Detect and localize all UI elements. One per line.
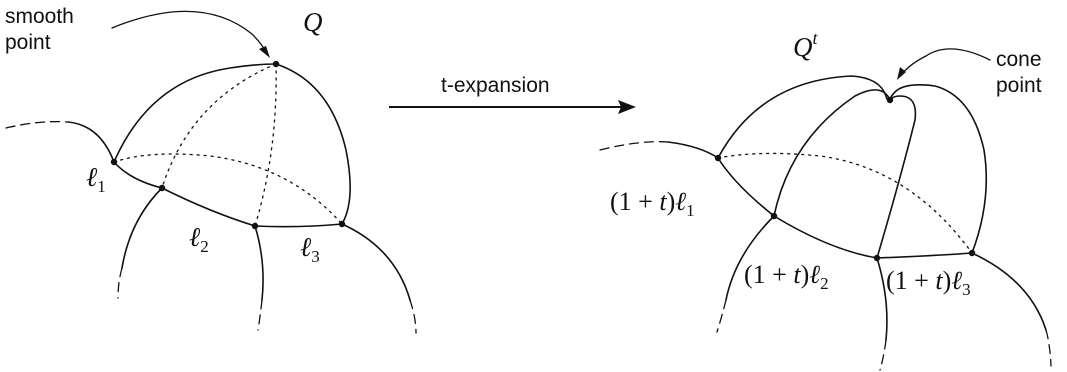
left-hanging-curve-2-dashed bbox=[257, 299, 263, 331]
right-panel: cone point Qt (1 + t)ℓ1 (1 + t)ℓ2 (1 + t… bbox=[599, 28, 1052, 371]
arrow-label: t-expansion bbox=[441, 74, 550, 97]
left-meridian-2 bbox=[254, 63, 277, 227]
left-edge-label-3: ℓ3 bbox=[300, 232, 320, 266]
right-hanging-curve-2-dashed bbox=[879, 339, 887, 371]
right-right-falling-curve bbox=[971, 252, 1047, 331]
left-vertex-2 bbox=[158, 184, 166, 192]
right-dome-right-arc bbox=[889, 84, 988, 254]
left-vertex-4 bbox=[338, 220, 346, 228]
t-expansion-arrow: t-expansion bbox=[389, 74, 636, 114]
cone-point-pointer bbox=[901, 48, 991, 75]
right-vertex-4 bbox=[968, 249, 976, 257]
left-outer-curve-dashed bbox=[5, 120, 69, 129]
left-meridian-1 bbox=[161, 63, 277, 189]
right-meridian-2 bbox=[876, 95, 917, 259]
left-hanging-curve-1-dashed bbox=[117, 267, 123, 299]
right-hanging-curve-1-dashed bbox=[716, 299, 727, 333]
left-vertices bbox=[110, 60, 346, 230]
right-vertex-2 bbox=[770, 212, 778, 220]
right-edge-label-1: (1 + t)ℓ1 bbox=[610, 187, 695, 220]
right-vertex-3 bbox=[873, 254, 881, 262]
right-hanging-curve-2 bbox=[876, 257, 888, 341]
right-cone-point bbox=[886, 96, 894, 104]
smooth-label-line1: smooth bbox=[5, 5, 74, 28]
right-dome-back-dotted bbox=[717, 152, 973, 254]
left-vertex-1 bbox=[110, 158, 118, 166]
right-edge-label-2: (1 + t)ℓ2 bbox=[744, 260, 829, 293]
left-dome-back-dotted bbox=[113, 153, 343, 225]
left-vertex-3 bbox=[251, 222, 259, 230]
right-vertex-1 bbox=[714, 154, 722, 162]
right-bottom-boundary bbox=[667, 141, 973, 259]
right-boundary-curves bbox=[599, 141, 1052, 371]
arrow-head-icon bbox=[618, 100, 636, 114]
cone-point-annotation: cone point bbox=[897, 48, 1042, 97]
left-bottom-boundary bbox=[67, 121, 343, 228]
left-hanging-curve-2 bbox=[254, 225, 264, 301]
left-edge-label-2: ℓ2 bbox=[189, 222, 209, 256]
left-panel: smooth point Q ℓ1 ℓ2 ℓ3 bbox=[5, 5, 417, 334]
right-meridian-1 bbox=[773, 89, 891, 217]
left-dome bbox=[113, 63, 351, 227]
left-smooth-point bbox=[272, 60, 280, 68]
left-dome-right-arc bbox=[275, 63, 351, 225]
right-vertices bbox=[714, 96, 976, 262]
left-hanging-curve-1 bbox=[121, 187, 163, 269]
left-title: Q bbox=[303, 7, 323, 37]
right-title: Qt bbox=[793, 28, 819, 62]
smooth-point-pointer bbox=[111, 10, 267, 53]
right-outer-curve-dashed bbox=[599, 141, 669, 151]
left-right-falling-curve bbox=[341, 223, 411, 301]
right-right-falling-dashed bbox=[1045, 329, 1052, 367]
smooth-point-arrowhead-icon bbox=[259, 46, 270, 58]
smooth-point-annotation: smooth point bbox=[5, 5, 270, 58]
cone-label-line1: cone bbox=[996, 48, 1042, 71]
cone-point-arrowhead-icon bbox=[897, 67, 906, 80]
left-edge-label-1: ℓ1 bbox=[86, 162, 106, 196]
right-dome bbox=[717, 75, 988, 259]
smooth-label-line2: point bbox=[5, 31, 51, 54]
right-hanging-curve-1 bbox=[725, 215, 775, 301]
left-boundary-curves bbox=[5, 120, 417, 334]
right-edge-label-3: (1 + t)ℓ3 bbox=[886, 266, 971, 299]
cone-label-line2: point bbox=[996, 74, 1042, 97]
left-right-falling-dashed bbox=[409, 299, 417, 334]
left-dome-front-arc bbox=[113, 63, 277, 163]
